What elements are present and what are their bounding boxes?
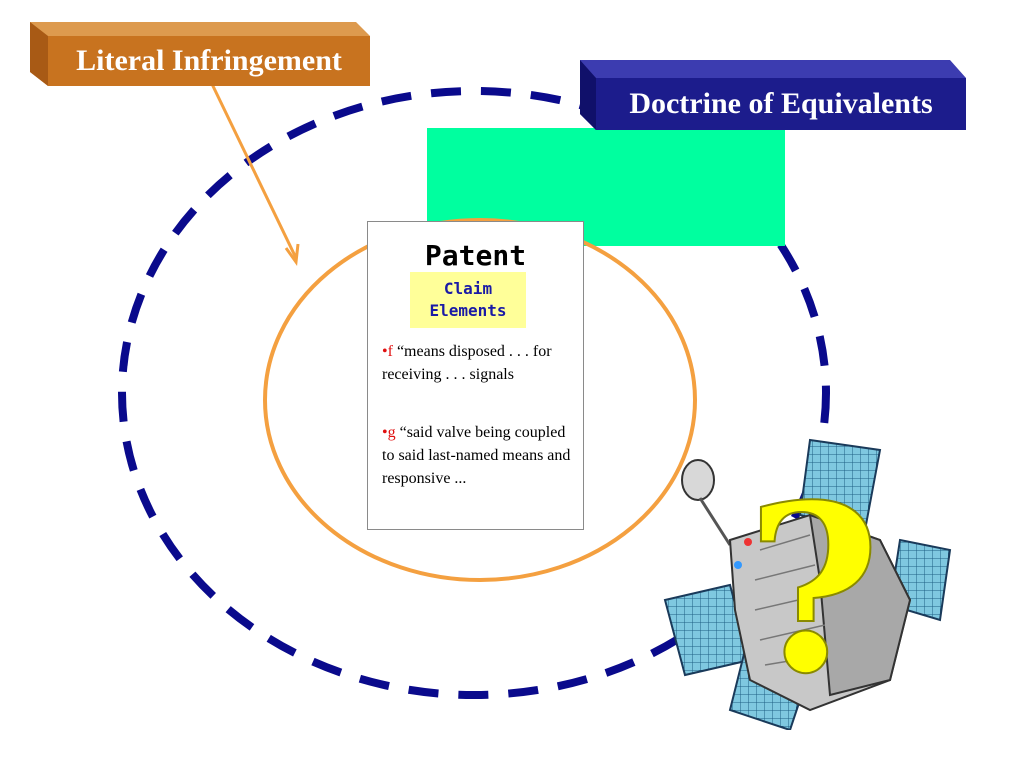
claim-text-g: “said valve being coupled to said last-n… bbox=[382, 424, 571, 487]
claim-text-f: “means disposed . . . for receiving . . … bbox=[382, 343, 552, 383]
doctrine-of-equivalents-text: Doctrine of Equivalents bbox=[629, 87, 933, 120]
doctrine-equivalents-ellipse bbox=[118, 87, 830, 699]
satellite-icon bbox=[663, 438, 952, 730]
doe-box-bevel bbox=[580, 60, 966, 130]
patent-title: Patent bbox=[424, 239, 527, 272]
badge-line-1: Claim bbox=[443, 279, 493, 298]
doctrine-of-equivalents-label: Doctrine of Equivalents bbox=[596, 78, 966, 130]
literal-infringement-label: Literal Infringement bbox=[48, 36, 370, 86]
literal-infringement-text: Literal Infringement bbox=[76, 44, 342, 77]
question-mark-icon: ? bbox=[745, 455, 882, 725]
claim-element-f: •f “means disposed . . . for receiving .… bbox=[382, 340, 572, 386]
arrow bbox=[210, 83, 300, 267]
literal-infringement-circle bbox=[263, 218, 697, 582]
claim-marker-f: •f bbox=[382, 343, 393, 360]
literal-box-bevel bbox=[30, 22, 370, 86]
claim-elements-badge: Claim Elements bbox=[410, 272, 526, 328]
claim-marker-g: •g bbox=[382, 424, 396, 441]
claim-element-g: •g “said valve being coupled to said las… bbox=[382, 421, 572, 490]
badge-line-2: Elements bbox=[429, 301, 507, 320]
